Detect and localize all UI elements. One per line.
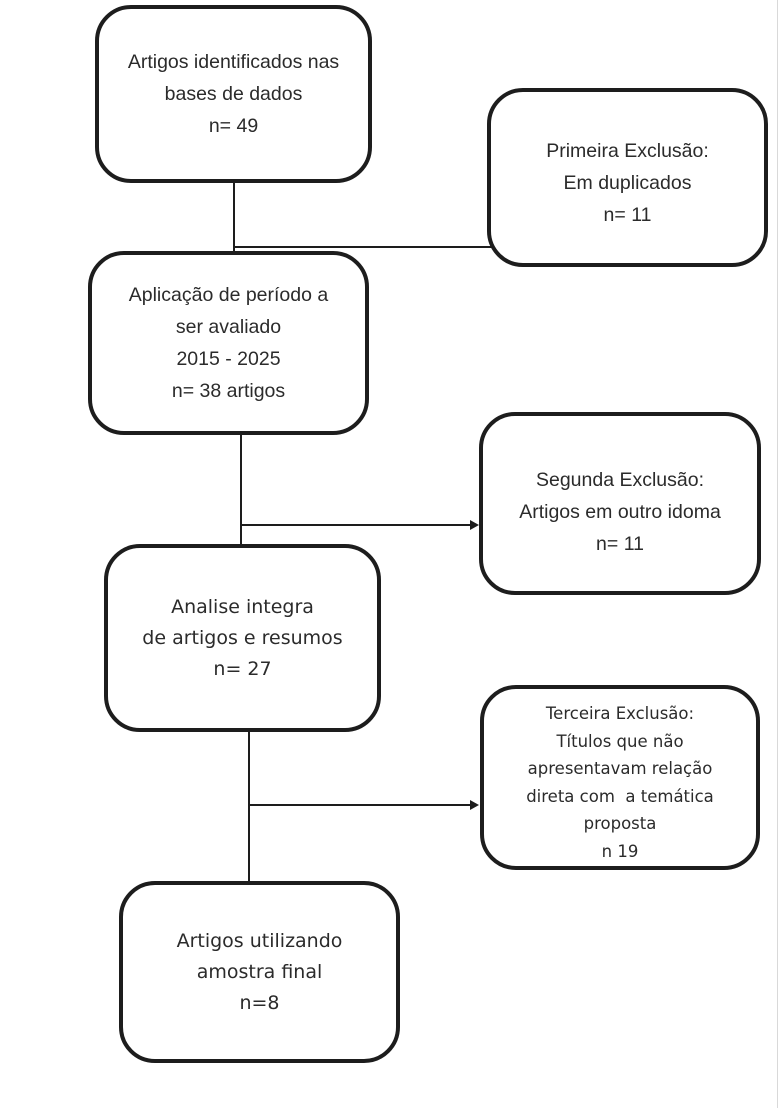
box-line: n 19 [601,841,639,861]
box-line: Terceira Exclusão: [545,704,695,723]
connector-branch-second-exclusion [241,524,473,526]
box-line: Primeira Exclusão: [546,139,709,162]
box-articles-identified: Artigos identificados nas bases de dados… [95,5,372,183]
box-line: Em duplicados [563,171,692,194]
box-line: n= 11 [596,532,644,555]
box-second-exclusion: Segunda Exclusão: Artigos em outro idoma… [479,412,761,595]
box-line: Artigos em outro idoma [519,500,721,523]
box-line: n= 38 artigos [171,380,286,402]
box-line: apresentavam relação [527,759,713,778]
box-line: Analise integra [171,595,314,618]
box-line: ser avaliado [175,316,282,338]
page-edge-line [776,0,778,1108]
box-line: Títulos que não [556,731,684,751]
connector-vertical-3 [248,730,250,883]
box-line: bases de dados [164,83,303,105]
box-third-exclusion: Terceira Exclusão: Títulos que não apres… [480,685,760,870]
box-full-analysis: Analise integra de artigos e resumos n= … [104,544,381,732]
box-line: amostra final [196,960,323,983]
box-line: proposta [583,814,657,833]
box-period-filter: Aplicação de período a ser avaliado 2015… [88,251,369,435]
box-first-exclusion: Primeira Exclusão: Em duplicados n= 11 [487,88,768,267]
box-line: Artigos identificados nas [127,51,340,73]
box-line: Aplicação de período a [128,284,329,306]
connector-vertical-2 [240,433,242,546]
arrowhead-third-exclusion-icon [470,800,479,810]
box-line: n=8 [239,991,280,1014]
box-line: n= 11 [603,203,652,226]
box-line: n= 49 [208,115,259,137]
box-line: Artigos utilizando [176,929,343,952]
arrowhead-second-exclusion-icon [470,520,479,530]
box-line: de artigos e resumos [142,626,343,649]
connector-branch-first-exclusion [234,246,492,248]
connector-vertical-1 [233,181,235,252]
box-line: 2015 - 2025 [176,348,281,370]
box-line: n= 27 [213,657,272,680]
connector-branch-third-exclusion [249,804,473,806]
box-line: Segunda Exclusão: [535,468,705,491]
box-line: direta com a temática [526,786,714,806]
box-final-sample: Artigos utilizando amostra final n=8 [119,881,400,1063]
